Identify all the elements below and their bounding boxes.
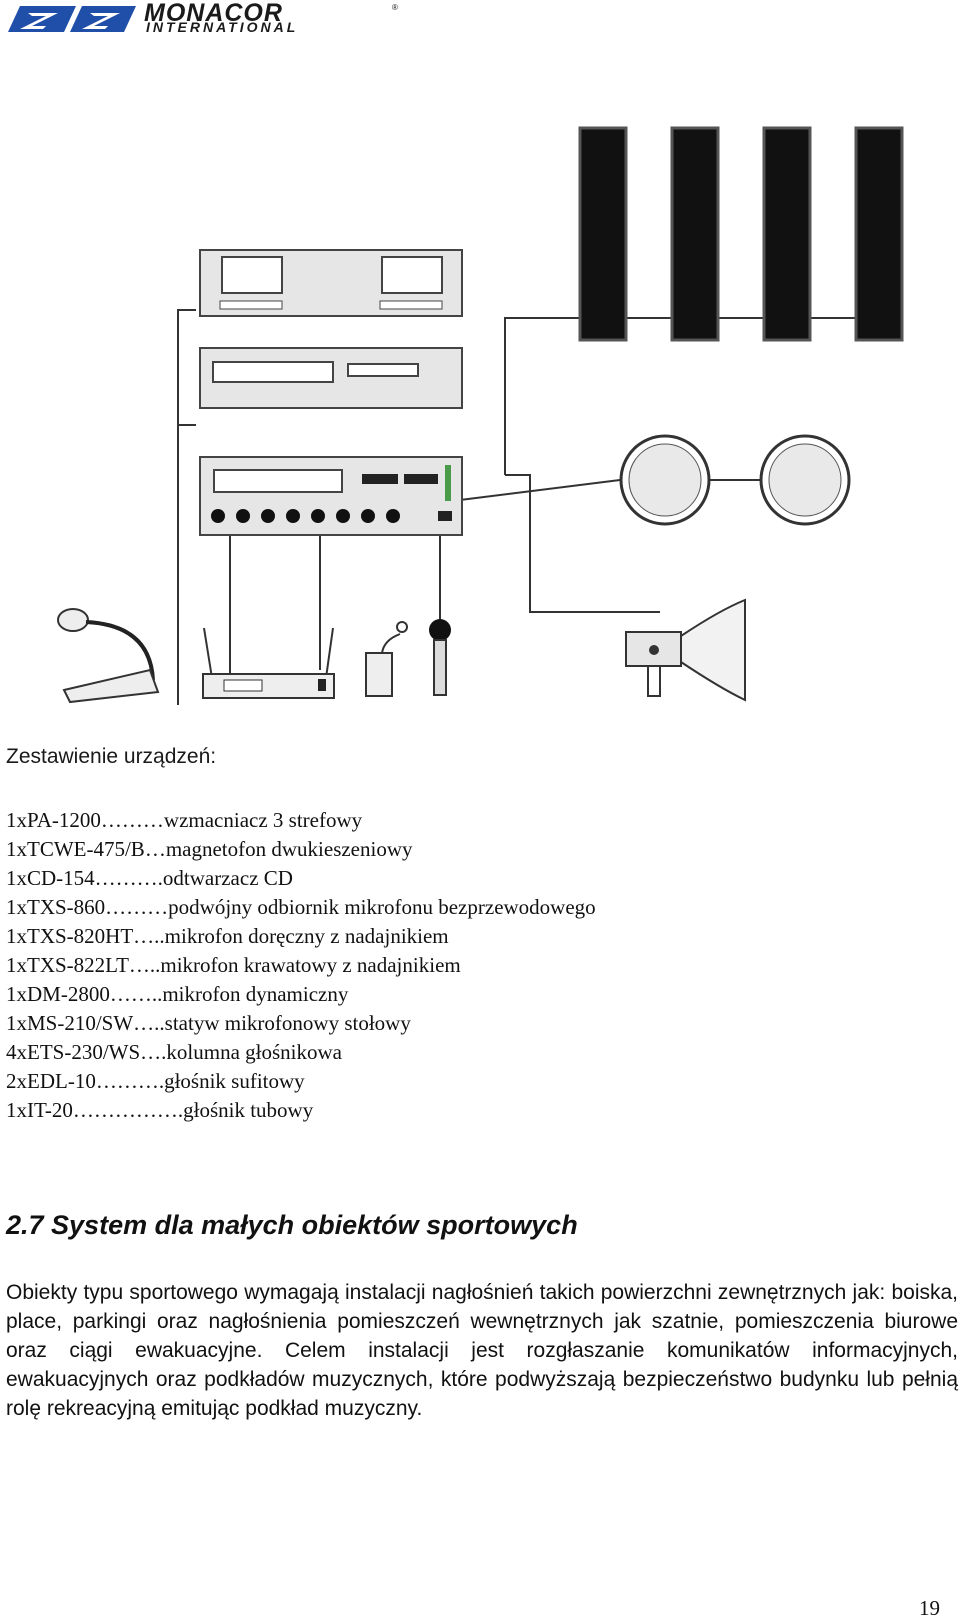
list-item: 1xTCWE-475/B…magnetofon dwukieszeniowy: [6, 837, 413, 861]
logo-subbrand-text: INTERNATIONAL: [146, 19, 299, 35]
list-item: 1xDM-2800……..mikrofon dynamiczny: [6, 982, 349, 1006]
ceiling-speaker-icon: [619, 434, 711, 526]
equipment-list: 1xPA-1200………wzmacniacz 3 strefowy 1xTCWE…: [6, 806, 596, 1125]
desk-microphone-icon: [57, 608, 160, 704]
handheld-microphone-icon: [429, 619, 451, 696]
logo-brand-text: MONACOR: [144, 0, 283, 27]
list-item: 1xTXS-820HT…..mikrofon doręczny z nadajn…: [6, 924, 449, 948]
amplifier-icon: [199, 456, 463, 536]
section-body-text: Obiekty typu sportowego wymagają instala…: [6, 1281, 958, 1420]
ceiling-speaker-icon: [759, 434, 851, 526]
column-speaker-icon: [854, 126, 904, 342]
list-item: 1xPA-1200………wzmacniacz 3 strefowy: [6, 808, 363, 832]
column-speaker-icon: [762, 126, 812, 342]
cassette-deck-icon: [199, 249, 463, 317]
monacor-emblem-icon: [8, 6, 136, 32]
list-item: 2xEDL-10……….głośnik sufitowy: [6, 1069, 305, 1093]
monacor-logo: MONACOR INTERNATIONAL ®: [6, 0, 398, 36]
page-number: 19: [919, 1596, 940, 1620]
cd-player-icon: [199, 347, 463, 409]
list-item: 1xMS-210/SW…..statyw mikrofonowy stołowy: [6, 1011, 411, 1035]
list-item: 1xTXS-860………podwójny odbiornik mikrofonu…: [6, 895, 596, 919]
registered-mark: ®: [392, 3, 398, 12]
column-speaker-icon: [670, 126, 720, 342]
lavalier-microphone-icon: [365, 621, 408, 697]
column-speaker-icon: [578, 126, 628, 342]
list-item: 1xTXS-822LT…..mikrofon krawatowy z nadaj…: [6, 953, 461, 977]
system-diagram: [57, 126, 904, 705]
equipment-list-heading: Zestawienie urządzeń:: [6, 745, 217, 768]
section-title: 2.7 System dla małych obiektów sportowyc…: [6, 1210, 578, 1240]
horn-speaker-icon: [625, 598, 746, 702]
list-item: 1xCD-154……….odtwarzacz CD: [6, 866, 293, 890]
list-item: 1xIT-20…………….głośnik tubowy: [6, 1098, 314, 1122]
wireless-receiver-icon: [202, 627, 335, 699]
list-item: 4xETS-230/WS….kolumna głośnikowa: [6, 1040, 342, 1064]
